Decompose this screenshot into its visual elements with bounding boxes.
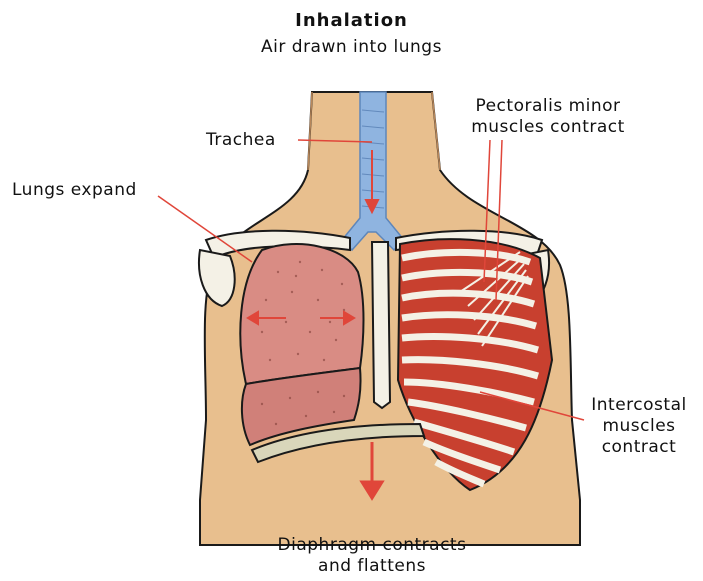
shoulder-blade-left	[199, 250, 235, 306]
sternum	[372, 242, 390, 408]
label-diaphragm: Diaphragm contracts and flattens	[232, 535, 512, 577]
label-intercostal-line2: muscles	[586, 416, 692, 437]
label-diaphragm-line2: and flattens	[232, 556, 512, 577]
label-intercostal: Intercostal muscles contract	[586, 395, 692, 458]
label-pectoralis-line2: muscles contract	[450, 117, 646, 138]
label-pectoralis-line1: Pectoralis minor	[450, 96, 646, 117]
label-intercostal-line3: contract	[586, 437, 692, 458]
label-pectoralis: Pectoralis minor muscles contract	[450, 96, 646, 138]
label-trachea: Trachea	[206, 130, 276, 151]
label-lungs-expand: Lungs expand	[12, 180, 137, 201]
label-intercostal-line1: Intercostal	[586, 395, 692, 416]
label-diaphragm-line1: Diaphragm contracts	[232, 535, 512, 556]
